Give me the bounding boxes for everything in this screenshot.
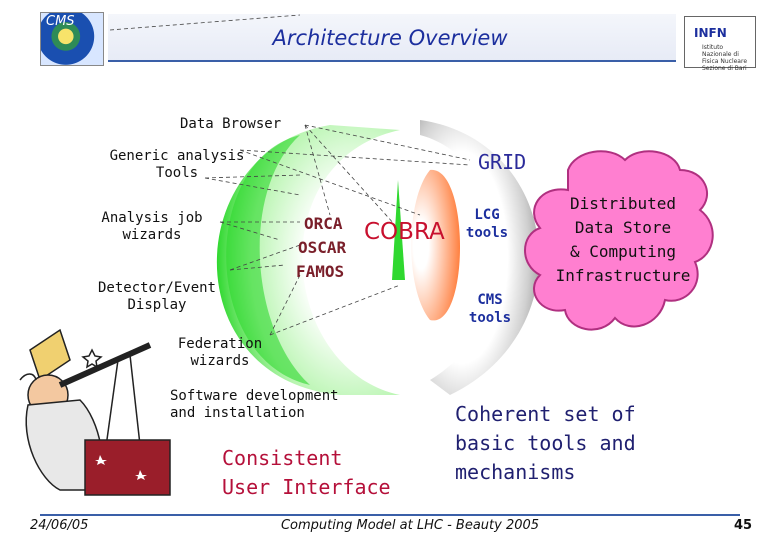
- grid-label: GRID: [478, 150, 527, 174]
- page-number: 45: [734, 518, 753, 533]
- famos-label: FAMOS: [296, 262, 345, 281]
- green-spike: [392, 180, 405, 280]
- orange-region: [411, 169, 460, 321]
- generic-analysis-label: Generic analysis Tools: [109, 148, 245, 181]
- analysis-wizards-label: Analysis job wizards: [101, 210, 203, 243]
- coherent-tools-label: Coherent set of basic tools and mechanis…: [455, 402, 636, 484]
- federation-wizards-label: Federation wizards: [177, 336, 263, 369]
- astronomer-illustration: [19, 328, 171, 496]
- orca-label: ORCA: [304, 214, 343, 233]
- pink-cloud: [524, 150, 714, 331]
- footer-line: [40, 514, 740, 516]
- footer-date: 24/06/05: [30, 518, 89, 533]
- data-browser-label: Data Browser: [180, 116, 282, 132]
- page-title: Architecture Overview: [272, 26, 508, 50]
- infn-logo-text: INFN: [694, 26, 727, 40]
- cobra-label: COBRA: [364, 219, 445, 245]
- cms-tools-label: CMS tools: [468, 292, 512, 326]
- header-band: [108, 14, 676, 62]
- grid-band: [420, 120, 540, 395]
- infn-logo-subtext: Istituto Nazionale di Fisica Nucleare Se…: [702, 44, 748, 72]
- footer-title: Computing Model at LHC - Beauty 2005: [280, 518, 540, 533]
- cms-logo: [40, 12, 104, 66]
- distributed-infrastructure-label: Distributed Data Store & Computing Infra…: [555, 194, 691, 285]
- detector-display-label: Detector/Event Display: [97, 280, 216, 313]
- consistent-ui-label: Consistent User Interface: [222, 446, 391, 499]
- green-inner: [226, 135, 310, 385]
- infn-logo: [684, 16, 756, 68]
- lcg-tools-label: LCG tools: [465, 207, 509, 241]
- cms-logo-text: CMS: [46, 14, 75, 29]
- software-development-label: Software development and installation: [170, 388, 339, 421]
- oscar-label: OSCAR: [298, 238, 347, 257]
